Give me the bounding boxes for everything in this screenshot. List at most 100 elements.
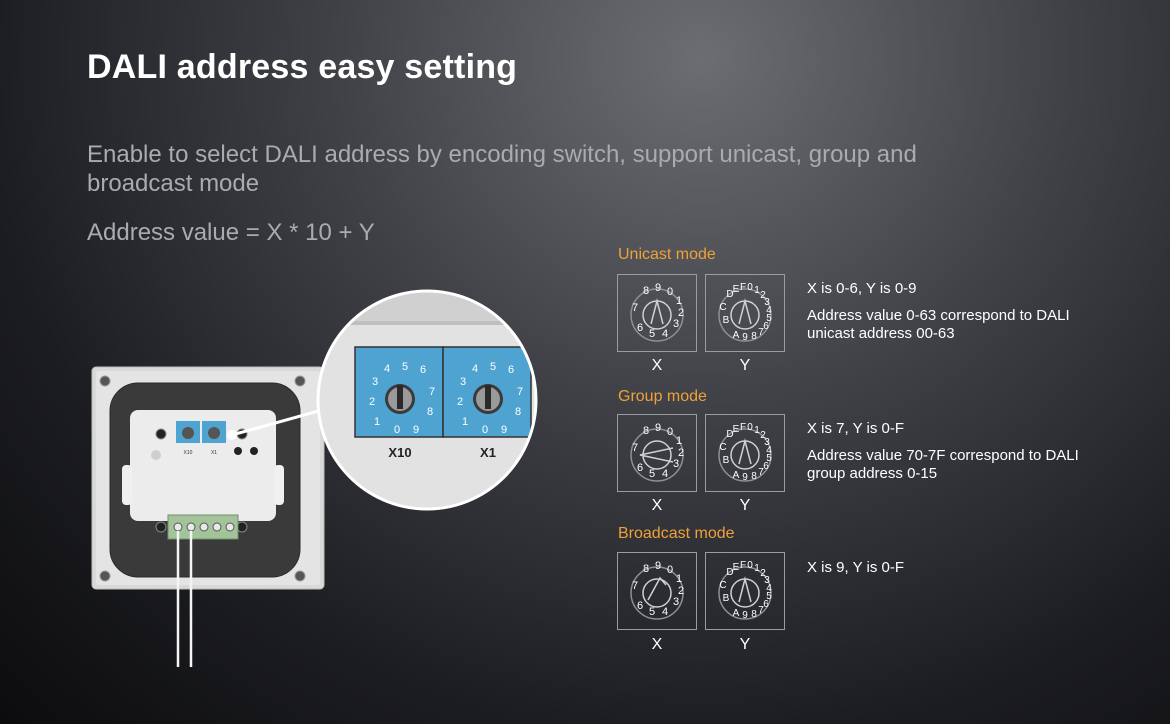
group-address-text: Address value 70-7F correspond to DALI g… xyxy=(807,447,1079,482)
svg-text:6: 6 xyxy=(420,364,426,376)
svg-text:6: 6 xyxy=(763,461,769,472)
broadcast-description: X is 9, Y is 0-F xyxy=(807,559,1137,586)
small-switch-label-x10: X10 xyxy=(184,450,193,456)
svg-text:0: 0 xyxy=(667,426,673,438)
svg-text:4: 4 xyxy=(766,445,772,456)
svg-text:F: F xyxy=(740,422,746,433)
svg-text:5: 5 xyxy=(766,453,772,464)
svg-text:1: 1 xyxy=(374,416,380,428)
svg-text:5: 5 xyxy=(649,468,655,480)
unicast-description: X is 0-6, Y is 0-9 Address value 0-63 co… xyxy=(807,280,1137,352)
svg-text:3: 3 xyxy=(764,297,770,308)
group-range-text: X is 7, Y is 0-F xyxy=(807,420,904,437)
svg-text:C: C xyxy=(719,302,726,313)
svg-text:8: 8 xyxy=(643,285,649,297)
svg-text:6: 6 xyxy=(637,600,643,612)
svg-text:9: 9 xyxy=(413,424,419,436)
svg-text:8: 8 xyxy=(751,331,757,342)
svg-text:6: 6 xyxy=(637,462,643,474)
svg-text:8: 8 xyxy=(751,609,757,620)
svg-text:A: A xyxy=(733,470,740,481)
svg-text:3: 3 xyxy=(673,596,679,608)
svg-text:5: 5 xyxy=(402,361,408,373)
svg-text:9: 9 xyxy=(655,282,661,294)
svg-text:0: 0 xyxy=(747,422,753,433)
svg-text:3: 3 xyxy=(372,376,378,388)
svg-text:8: 8 xyxy=(643,563,649,575)
svg-text:7: 7 xyxy=(632,442,638,454)
zoom-label-x1: X1 xyxy=(480,445,496,460)
group-mode-title: Group mode xyxy=(618,388,707,405)
svg-text:A: A xyxy=(733,330,740,341)
svg-text:D: D xyxy=(726,429,733,440)
svg-text:0: 0 xyxy=(667,564,673,576)
svg-text:9: 9 xyxy=(742,472,748,483)
svg-text:8: 8 xyxy=(751,471,757,482)
svg-text:1: 1 xyxy=(754,563,760,574)
page-title: DALI address easy setting xyxy=(87,48,518,86)
address-formula: Address value = X * 10 + Y xyxy=(87,219,375,246)
svg-text:0: 0 xyxy=(667,286,673,298)
svg-text:5: 5 xyxy=(649,328,655,340)
svg-text:1: 1 xyxy=(676,295,682,307)
svg-text:4: 4 xyxy=(472,363,478,375)
svg-text:7: 7 xyxy=(758,467,764,478)
svg-text:6: 6 xyxy=(508,364,514,376)
dali-wires xyxy=(176,531,193,667)
svg-text:2: 2 xyxy=(760,568,766,579)
svg-text:7: 7 xyxy=(632,302,638,314)
svg-text:E: E xyxy=(733,562,740,573)
svg-text:1: 1 xyxy=(754,425,760,436)
zoom-label-x10: X10 xyxy=(388,445,411,460)
group-description: X is 7, Y is 0-F Address value 70-7F cor… xyxy=(807,420,1137,492)
broadcast-x-label: X xyxy=(651,636,663,653)
svg-text:7: 7 xyxy=(758,327,764,338)
svg-text:6: 6 xyxy=(637,322,643,334)
svg-text:8: 8 xyxy=(427,406,433,418)
svg-text:0: 0 xyxy=(747,560,753,571)
svg-text:5: 5 xyxy=(766,313,772,324)
svg-text:1: 1 xyxy=(462,416,468,428)
svg-text:3: 3 xyxy=(460,376,466,388)
svg-text:3: 3 xyxy=(673,458,679,470)
svg-text:E: E xyxy=(733,284,740,295)
svg-text:2: 2 xyxy=(678,585,684,597)
svg-text:9: 9 xyxy=(655,560,661,572)
svg-text:E: E xyxy=(733,424,740,435)
svg-text:3: 3 xyxy=(764,575,770,586)
svg-text:1: 1 xyxy=(676,435,682,447)
unicast-mode-title: Unicast mode xyxy=(618,246,716,263)
plate-screws xyxy=(99,375,306,582)
svg-text:8: 8 xyxy=(515,406,521,418)
svg-text:4: 4 xyxy=(662,328,668,340)
svg-text:0: 0 xyxy=(394,424,400,436)
svg-text:4: 4 xyxy=(766,305,772,316)
group-y-label: Y xyxy=(739,497,751,514)
svg-text:5: 5 xyxy=(649,606,655,618)
svg-text:7: 7 xyxy=(632,580,638,592)
svg-text:4: 4 xyxy=(766,583,772,594)
svg-text:9: 9 xyxy=(501,424,507,436)
svg-text:8: 8 xyxy=(643,425,649,437)
unicast-range-text: X is 0-6, Y is 0-9 xyxy=(807,280,917,297)
svg-text:2: 2 xyxy=(678,307,684,319)
unicast-address-text: Address value 0-63 correspond to DALI un… xyxy=(807,307,1070,342)
unicast-x-label: X xyxy=(651,357,663,374)
svg-text:C: C xyxy=(719,442,726,453)
svg-text:9: 9 xyxy=(655,422,661,434)
svg-text:6: 6 xyxy=(763,321,769,332)
svg-text:5: 5 xyxy=(490,361,496,373)
svg-text:D: D xyxy=(726,567,733,578)
svg-text:3: 3 xyxy=(673,318,679,330)
svg-text:7: 7 xyxy=(429,386,435,398)
svg-text:F: F xyxy=(740,560,746,571)
broadcast-range-text: X is 9, Y is 0-F xyxy=(807,559,904,576)
svg-text:2: 2 xyxy=(760,290,766,301)
